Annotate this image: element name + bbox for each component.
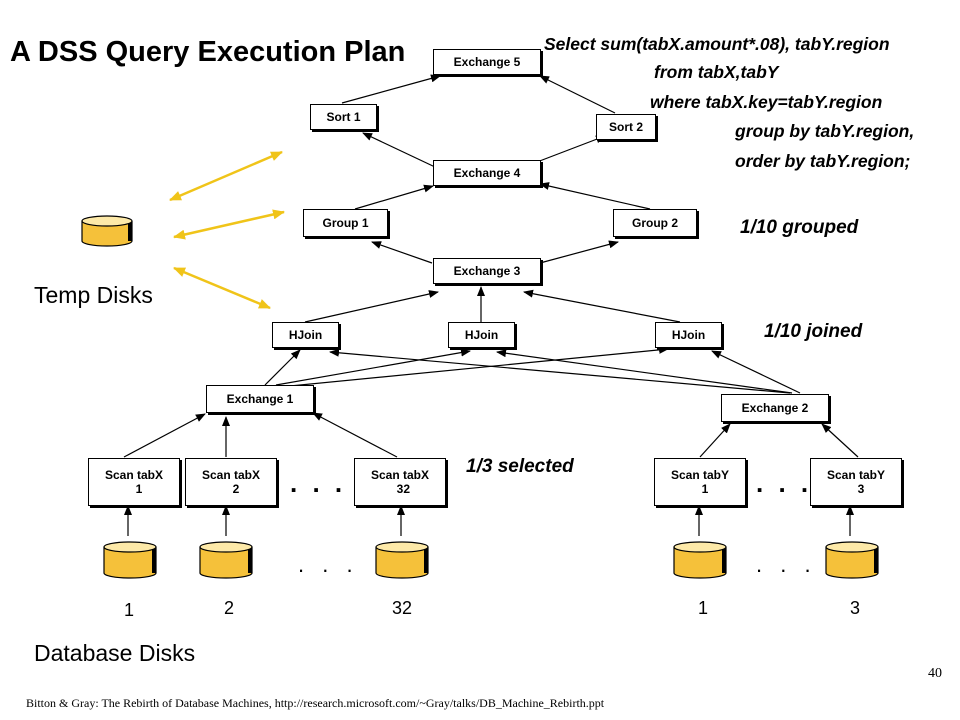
database-disk-icon-tabx-32 (375, 541, 429, 579)
node-hjoin-1: HJoin (272, 322, 339, 348)
sql-line-3: where tabX.key=tabY.region (650, 92, 883, 112)
edge-exchange3-group2 (539, 240, 619, 264)
edge-group2-exchange4 (539, 182, 651, 210)
ellipsis-disks-taby: . . . (756, 552, 817, 577)
database-disk-icon-taby-1 (673, 541, 727, 579)
node-hjoin-2: HJoin (448, 322, 515, 348)
database-disk-icon-tabx-1 (103, 541, 157, 579)
footer-citation: Bitton & Gray: The Rebirth of Database M… (26, 696, 605, 710)
disk-label-tabx-1: 1 (124, 600, 135, 620)
ellipsis-scan-tabx: . . . (290, 468, 347, 498)
sql-line-2: from tabX,tabY (654, 62, 779, 82)
edge-scany3-exchange2 (821, 423, 859, 458)
node-hjoin-3: HJoin (655, 322, 722, 348)
node-sort-2: Sort 2 (596, 114, 656, 140)
database-disk-icon-taby-3 (825, 541, 879, 579)
temp-disks-label: Temp Disks (34, 282, 153, 308)
edge-group1-exchange4 (354, 184, 434, 210)
node-scan-taby-3: Scan tabY 3 (810, 458, 902, 506)
node-exchange-5: Exchange 5 (433, 49, 541, 75)
annotation-joined: 1/10 joined (764, 321, 863, 342)
node-exchange-3: Exchange 3 (433, 258, 541, 284)
edge-exchange1-hjoin2 (275, 348, 471, 386)
edge-scanx1-exchange1 (123, 413, 206, 458)
edge-exchange4-sort2 (536, 135, 606, 163)
node-sort-1: Sort 1 (310, 104, 377, 130)
database-disk-icon-tabx-2 (199, 541, 253, 579)
node-group-1: Group 1 (303, 209, 388, 237)
edge-exchange3-group1 (371, 241, 433, 264)
edge-scany1-exchange2 (699, 423, 731, 458)
sql-line-4: group by tabY.region, (735, 121, 915, 141)
ellipsis-disks-tabx: . . . (298, 552, 359, 577)
temp-disk-arrow-upper (169, 150, 283, 202)
node-exchange-4: Exchange 4 (433, 160, 541, 186)
disk-label-taby-1: 1 (698, 598, 709, 618)
edge-exchange2-hjoin1 (329, 348, 791, 394)
page-title: A DSS Query Execution Plan (10, 36, 406, 68)
temp-disk-arrow-lower (173, 266, 271, 310)
sql-line-5: order by tabY.region; (735, 151, 911, 171)
node-group-2: Group 2 (613, 209, 697, 237)
page-number: 40 (928, 666, 942, 681)
edge-exchange2-hjoin2 (496, 349, 793, 394)
node-scan-tabx-32: Scan tabX 32 (354, 458, 446, 506)
node-scan-tabx-1: Scan tabX 1 (88, 458, 180, 506)
edge-sort1-exchange5 (341, 74, 441, 104)
ellipsis-scan-taby: . . . (756, 468, 813, 498)
edge-exchange1-hjoin1 (264, 349, 301, 386)
edge-exchange2-hjoin3 (711, 350, 801, 394)
disk-label-taby-3: 3 (850, 598, 861, 618)
annotation-selected: 1/3 selected (466, 456, 574, 477)
sql-line-1: Select sum(tabX.amount*.08), tabY.region (544, 34, 890, 54)
edge-exchange1-hjoin3 (289, 345, 669, 387)
edge-exchange4-sort1 (362, 132, 436, 168)
database-disks-label: Database Disks (34, 640, 196, 666)
node-exchange-2: Exchange 2 (721, 394, 829, 422)
node-exchange-1: Exchange 1 (206, 385, 314, 413)
disk-label-tabx-32: 32 (392, 598, 413, 618)
temp-disk-arrow-middle (173, 209, 285, 240)
temp-disk-icon (81, 215, 133, 247)
annotation-grouped: 1/10 grouped (740, 217, 859, 238)
node-scan-tabx-2: Scan tabX 2 (185, 458, 277, 506)
edge-hjoin1-exchange3 (304, 290, 439, 323)
disk-label-tabx-2: 2 (224, 598, 235, 618)
node-scan-taby-1: Scan tabY 1 (654, 458, 746, 506)
edge-scanx32-exchange1 (312, 412, 398, 458)
edge-hjoin3-exchange3 (523, 289, 681, 323)
edge-sort2-exchange5 (539, 75, 616, 114)
